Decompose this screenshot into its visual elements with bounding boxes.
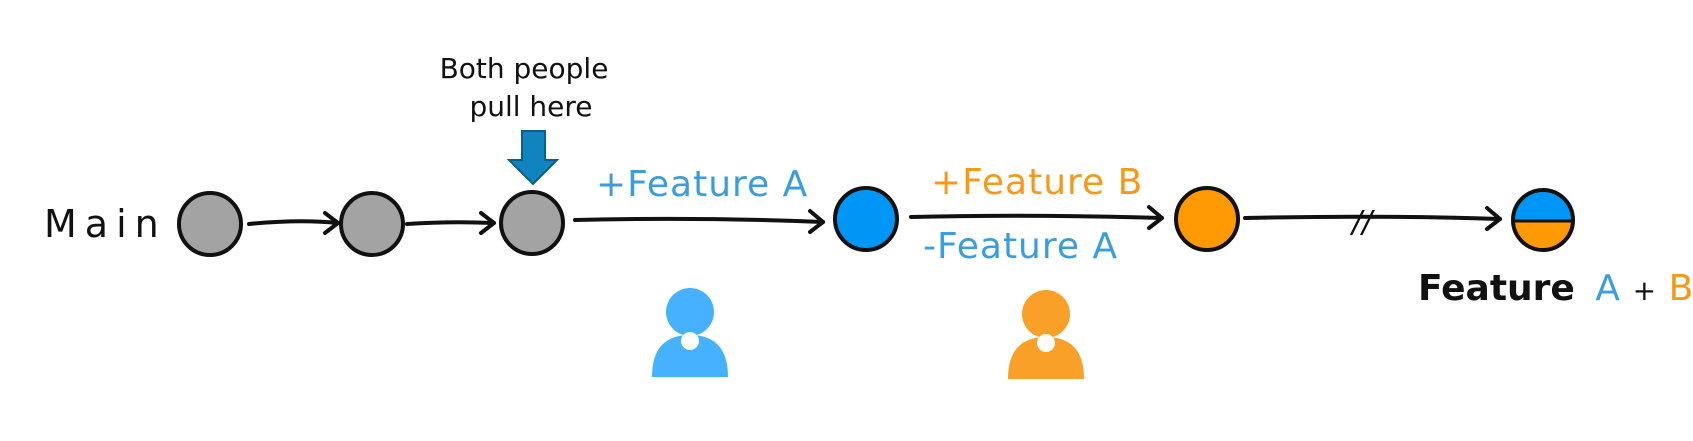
- result-label-b: B: [1669, 268, 1693, 309]
- branch-label: Main: [44, 202, 167, 246]
- result-label-word: Feature: [1418, 268, 1575, 309]
- edge-arrow-2-head: [479, 211, 496, 235]
- edge-arrow-5-head: [1485, 206, 1502, 231]
- commit-blue: [833, 186, 899, 252]
- edge-label-feature-b: +Feature B: [931, 162, 1143, 203]
- person-icon: [652, 288, 728, 377]
- commit-orange: [1174, 186, 1240, 252]
- commit-gray-1: [177, 191, 243, 257]
- commit-merged: [1511, 188, 1575, 252]
- result-label-plus: +: [1633, 274, 1656, 307]
- commits: [177, 186, 1240, 257]
- edge-label-feature-a: +Feature A: [596, 164, 808, 205]
- result-label: Feature A + B: [1418, 268, 1693, 309]
- result-label-a: A: [1595, 268, 1620, 309]
- annotation-line-2: pull here: [469, 90, 592, 123]
- annotation-line-1: Both people: [440, 52, 609, 85]
- person-icon: [1008, 290, 1084, 379]
- edge-arrow-1-head: [323, 211, 340, 235]
- commit-gray-3: [499, 190, 565, 256]
- edge-arrow-3-head: [808, 209, 825, 234]
- edge-arrow-3: [573, 216, 825, 224]
- edge-arrow-1: [247, 219, 340, 226]
- commit-gray-2: [339, 191, 405, 257]
- edge-arrow-4-head: [1147, 205, 1164, 230]
- down-arrow-icon: [506, 130, 560, 186]
- edge-label-remove-feature-a: -Feature A: [923, 226, 1118, 267]
- edge-arrow-2: [405, 220, 496, 226]
- gap-mark: //: [1349, 205, 1375, 240]
- edge-arrow-4: [909, 213, 1164, 220]
- edge-arrow-5: [1243, 214, 1502, 221]
- edges: [247, 205, 1502, 235]
